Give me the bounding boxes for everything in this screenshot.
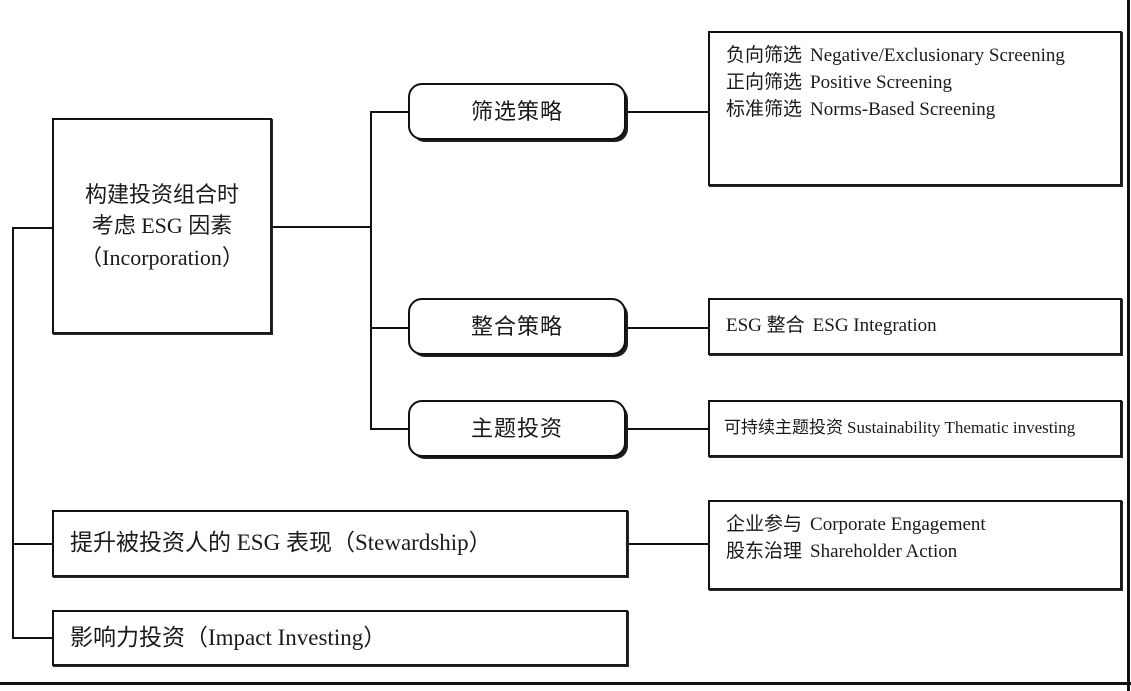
detail-screening-item-cn: 标准筛选: [726, 98, 803, 120]
detail-screening-item-cn: 负向筛选: [726, 45, 803, 66]
detail-engagement-item: 企业参与 Corporate Engagement: [726, 512, 1120, 539]
connector-left-to-stewardship: [12, 543, 54, 545]
connector-incorporation-to-trunk: [270, 226, 372, 228]
node-incorporation[interactable]: 构建投资组合时 考虑 ESG 因素 （Incorporation）: [52, 118, 272, 334]
detail-screening-item-cn: 正向筛选: [726, 71, 803, 93]
node-stewardship-label: 提升被投资人的 ESG 表现（Stewardship）: [70, 530, 492, 556]
node-stewardship[interactable]: 提升被投资人的 ESG 表现（Stewardship）: [52, 510, 628, 577]
detail-engagement-item-en: Shareholder Action: [810, 540, 958, 562]
connector-thematic-to-detail: [626, 428, 710, 430]
connector-integration-to-detail: [626, 327, 710, 329]
connector-trunk-to-screening: [370, 111, 410, 113]
node-incorporation-line2: 考虑 ESG 因素: [91, 213, 233, 239]
connector-left-spine: [12, 227, 14, 637]
connector-trunk-to-integration: [370, 327, 410, 329]
detail-integration-list: ESG 整合 ESG Integration: [710, 313, 1120, 340]
detail-thematic-item-cn: 可持续主题投资: [724, 418, 843, 438]
node-strategy-thematic[interactable]: 主题投资: [408, 400, 626, 457]
detail-engagement-item-en: Corporate Engagement: [810, 514, 986, 535]
connector-strategy-spine: [370, 111, 372, 429]
node-strategy-integration-label: 整合策略: [470, 313, 563, 339]
page-border-right: [1127, 0, 1130, 691]
detail-integration[interactable]: ESG 整合 ESG Integration: [708, 298, 1122, 355]
connector-stewardship-to-detail: [626, 543, 710, 545]
node-incorporation-line3: （Incorporation）: [80, 244, 244, 270]
detail-screening-item: 标准筛选 Norms-Based Screening: [726, 97, 1120, 124]
detail-engagement-item-cn: 股东治理: [726, 540, 803, 562]
detail-engagement-list: 企业参与 Corporate Engagement 股东治理 Shareholder…: [710, 502, 1120, 566]
connector-trunk-to-thematic: [370, 428, 410, 430]
detail-screening-item-en: Norms-Based Screening: [810, 98, 996, 120]
detail-engagement[interactable]: 企业参与 Corporate Engagement 股东治理 Shareholder…: [708, 500, 1122, 590]
detail-integration-item: ESG 整合 ESG Integration: [726, 313, 1120, 340]
connector-screening-to-detail: [626, 111, 710, 113]
node-impact[interactable]: 影响力投资（Impact Investing）: [52, 610, 628, 666]
detail-integration-item-cn: ESG 整合: [726, 315, 805, 337]
detail-engagement-item: 股东治理 Shareholder Action: [726, 539, 1120, 566]
detail-screening-item-en: Positive Screening: [810, 71, 952, 93]
detail-screening-list: 负向筛选 Negative/Exclusionary Screening 正向筛选…: [710, 33, 1120, 124]
page-border-bottom: [0, 682, 1131, 685]
node-strategy-screening-label: 筛选策略: [470, 98, 563, 124]
node-strategy-thematic-label: 主题投资: [470, 415, 563, 441]
node-incorporation-line1: 构建投资组合时: [84, 182, 239, 208]
detail-screening-item: 负向筛选 Negative/Exclusionary Screening: [726, 43, 1120, 70]
node-strategy-screening[interactable]: 筛选策略: [408, 83, 626, 140]
connector-left-to-impact: [12, 637, 54, 639]
detail-screening-item-en: Negative/Exclusionary Screening: [810, 45, 1065, 66]
connector-left-to-incorporation: [12, 227, 54, 229]
detail-screening-item: 正向筛选 Positive Screening: [726, 70, 1120, 97]
detail-integration-item-en: ESG Integration: [812, 315, 937, 337]
detail-engagement-item-cn: 企业参与: [726, 514, 803, 535]
detail-screening[interactable]: 负向筛选 Negative/Exclusionary Screening 正向筛选…: [708, 31, 1122, 186]
node-impact-label: 影响力投资（Impact Investing）: [70, 624, 387, 650]
detail-thematic-item-en: Sustainability Thematic investing: [847, 418, 1076, 438]
node-incorporation-text: 构建投资组合时 考虑 ESG 因素 （Incorporation）: [54, 179, 270, 273]
node-strategy-integration[interactable]: 整合策略: [408, 298, 626, 355]
